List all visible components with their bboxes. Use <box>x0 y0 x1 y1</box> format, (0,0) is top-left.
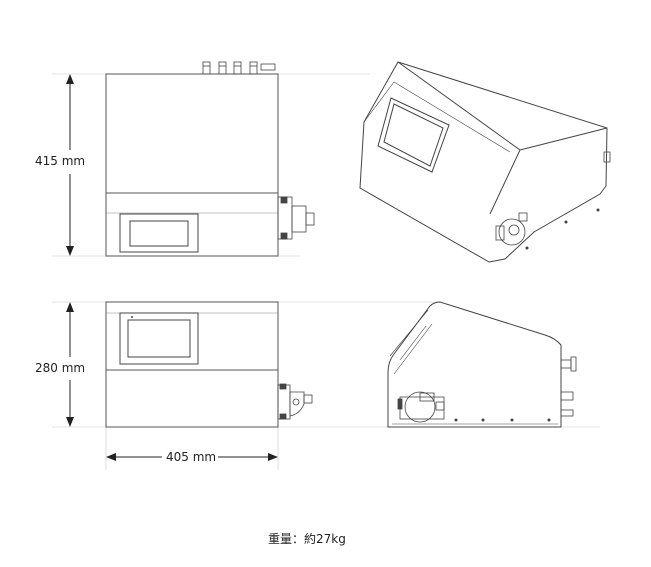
width-dimension-label: 405 mm <box>166 450 217 464</box>
dimension-lines <box>66 74 278 461</box>
side-view <box>387 301 577 428</box>
top-view <box>105 61 315 257</box>
height-dimension-label: 280 mm <box>35 361 86 375</box>
weight-label: 重量：約27kg <box>268 532 346 546</box>
depth-dimension-label: 415 mm <box>35 154 86 168</box>
front-view <box>105 301 313 428</box>
isometric-view <box>359 61 611 263</box>
extension-lines <box>52 73 600 470</box>
